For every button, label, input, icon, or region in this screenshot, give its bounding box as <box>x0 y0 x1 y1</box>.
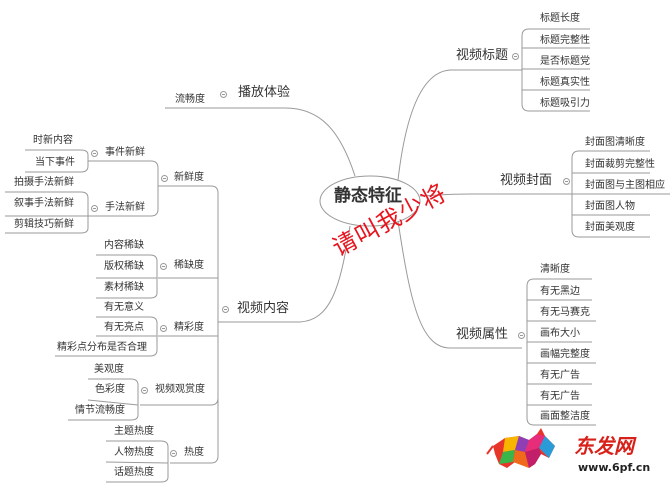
leaf-node[interactable]: 封面裁剪完整性 <box>585 159 655 170</box>
leaf-node[interactable]: 标题长度 <box>540 13 580 24</box>
leaf-node[interactable]: 封面图与主图相应 <box>585 180 665 191</box>
leaf-node[interactable]: 有无马赛克 <box>540 307 590 318</box>
leaf-node[interactable]: 有无广告 <box>540 370 580 381</box>
leaf-node[interactable]: 时新内容 <box>33 135 73 146</box>
leaf-node[interactable]: 素材稀缺 <box>104 282 144 293</box>
leaf-node[interactable]: 有无亮点 <box>104 322 144 333</box>
leaf-node[interactable]: 标题吸引力 <box>540 98 590 109</box>
leaf-node[interactable]: 封面图人物 <box>585 201 635 212</box>
collapse-toggle-icon[interactable] <box>512 53 519 60</box>
leaf-node[interactable]: 有无黑边 <box>540 286 580 297</box>
group-node-watchability[interactable]: 视频观赏度 <box>155 384 205 395</box>
collapse-toggle-icon[interactable] <box>91 150 98 157</box>
subgroup-node[interactable]: 事件新鲜 <box>105 147 145 158</box>
collapse-toggle-icon[interactable] <box>563 178 570 185</box>
leaf-node[interactable]: 版权稀缺 <box>104 261 144 272</box>
collapse-toggle-icon[interactable] <box>170 450 177 457</box>
collapse-toggle-icon[interactable] <box>160 325 167 332</box>
collapse-toggle-icon[interactable] <box>220 91 227 98</box>
leaf-node[interactable]: 流畅度 <box>175 94 205 105</box>
logo-url: www.6pf.cn <box>578 461 651 474</box>
collapse-toggle-icon[interactable] <box>518 332 525 339</box>
root-node[interactable]: 静态特征 <box>334 186 402 206</box>
collapse-toggle-icon[interactable] <box>222 306 229 313</box>
leaf-node[interactable]: 封面图清晰度 <box>585 137 645 148</box>
collapse-toggle-icon[interactable] <box>91 205 98 212</box>
leaf-node[interactable]: 剪辑技巧新鲜 <box>14 219 74 230</box>
leaf-node[interactable]: 人物热度 <box>114 447 154 458</box>
leaf-node[interactable]: 叙事手法新鲜 <box>14 198 74 209</box>
group-node-highlights[interactable]: 精彩度 <box>174 322 204 333</box>
leaf-node[interactable]: 标题完整性 <box>540 35 590 46</box>
collapse-toggle-icon[interactable] <box>160 263 167 270</box>
leaf-node[interactable]: 色彩度 <box>95 384 125 395</box>
leaf-node[interactable]: 画布大小 <box>540 328 580 339</box>
branch-video-attributes[interactable]: 视频属性 <box>456 327 509 342</box>
leaf-node[interactable]: 标题真实性 <box>540 77 590 88</box>
collapse-toggle-icon[interactable] <box>161 175 168 182</box>
group-node-heat[interactable]: 热度 <box>184 447 204 458</box>
leaf-node[interactable]: 封面美观度 <box>585 222 635 233</box>
leaf-node[interactable]: 画幅完整度 <box>540 349 590 360</box>
leaf-node[interactable]: 有无意义 <box>104 302 144 313</box>
branch-video-content[interactable]: 视频内容 <box>237 301 290 316</box>
leaf-node[interactable]: 内容稀缺 <box>104 240 144 251</box>
leaf-node[interactable]: 精彩点分布是否合理 <box>57 342 147 353</box>
leaf-node[interactable]: 当下事件 <box>35 157 75 168</box>
branch-video-cover[interactable]: 视频封面 <box>500 173 553 188</box>
leaf-node[interactable]: 是否标题党 <box>540 56 590 67</box>
bull-logo-icon <box>486 428 555 468</box>
leaf-node[interactable]: 拍摄手法新鲜 <box>14 177 74 188</box>
leaf-node[interactable]: 有无广告 <box>540 391 580 402</box>
branch-video-title[interactable]: 视频标题 <box>456 48 509 63</box>
leaf-node[interactable]: 主题热度 <box>114 426 154 437</box>
leaf-node[interactable]: 美观度 <box>94 364 124 375</box>
leaf-node[interactable]: 画面整洁度 <box>540 411 590 422</box>
leaf-node[interactable]: 话题热度 <box>114 467 154 478</box>
group-node-freshness[interactable]: 新鲜度 <box>174 172 204 183</box>
branch-playback[interactable]: 播放体验 <box>238 85 291 100</box>
leaf-node[interactable]: 清晰度 <box>540 264 570 275</box>
subgroup-node[interactable]: 手法新鲜 <box>105 202 145 213</box>
group-node-scarcity[interactable]: 稀缺度 <box>174 260 204 271</box>
collapse-toggle-icon[interactable] <box>141 387 148 394</box>
leaf-node[interactable]: 情节流畅度 <box>75 405 125 416</box>
logo-brand: 东发网 <box>574 434 634 458</box>
